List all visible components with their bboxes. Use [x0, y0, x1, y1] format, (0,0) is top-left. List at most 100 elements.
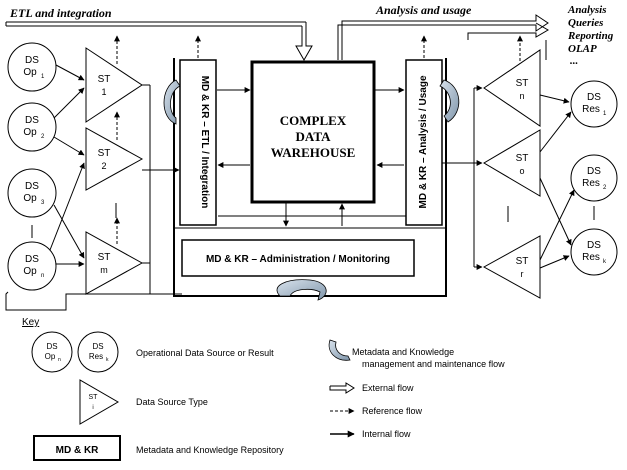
svg-text:Res: Res	[582, 178, 600, 189]
etl-external-flow	[5, 21, 313, 62]
svg-text:DS: DS	[25, 115, 39, 126]
st-triangle-right-n: ST n	[483, 49, 541, 127]
svg-text:i: i	[92, 405, 93, 411]
svg-text:2: 2	[41, 134, 45, 140]
key-ds-label: Operational Data Source or Result	[136, 348, 274, 358]
etl-flow-label: ETL and integration	[9, 6, 112, 20]
svg-text:r: r	[521, 269, 524, 279]
metadata-flow-analysis-curl	[439, 79, 460, 123]
key-repo-label: Metadata and Knowledge Repository	[136, 445, 284, 455]
key-repo-box: MD & KR	[33, 435, 121, 461]
source-circle-op3: DS Op 3	[7, 168, 57, 218]
metadata-flow-admin-curl	[276, 279, 327, 301]
svg-text:DS: DS	[92, 342, 103, 351]
source-circle-opn: DS Op n	[7, 241, 57, 291]
svg-text:DS: DS	[587, 92, 601, 103]
svg-text:Op: Op	[23, 266, 37, 277]
svg-text:Op: Op	[23, 127, 37, 138]
svg-text:MD & KR – ETL / Integration: MD & KR – ETL / Integration	[199, 76, 210, 209]
st-triangle-right-r: ST r	[482, 235, 541, 299]
svg-text:1: 1	[603, 111, 607, 117]
svg-text:Res: Res	[582, 104, 600, 115]
svg-text:2: 2	[603, 185, 607, 191]
key-result-circle: DS Res k	[77, 331, 119, 373]
source-circle-op2: DS Op 2	[7, 102, 57, 152]
repo-administration-monitoring: MD & KR – Administration / Monitoring	[181, 239, 415, 277]
svg-text:ST: ST	[516, 256, 529, 267]
st-left-to-etl-flow	[142, 84, 180, 294]
svg-text:o: o	[519, 166, 524, 176]
svg-text:1: 1	[41, 74, 45, 80]
metadata-flow-etl-curl	[163, 79, 181, 125]
svg-text:1: 1	[101, 87, 106, 97]
svg-text:Res: Res	[89, 352, 103, 361]
st-triangle-left-2: ST 2	[85, 127, 144, 191]
repo-etl-integration: MD & KR – ETL / Integration	[179, 59, 217, 226]
usage-line-more: ...	[570, 55, 578, 67]
key-reference-flow-label: Reference flow	[362, 406, 423, 416]
key-st-label: Data Source Type	[136, 397, 208, 407]
result-circle-resk: DS Res k	[570, 228, 618, 276]
st-triangle-left-1: ST 1	[85, 47, 143, 123]
source-circle-op1: DS Op 1	[7, 42, 57, 92]
svg-text:DS: DS	[25, 181, 39, 192]
svg-text:Op: Op	[23, 67, 37, 78]
source-to-st-arrows	[49, 64, 85, 267]
key-md-flow-label-2: management and maintenance flow	[362, 359, 505, 369]
analysis-external-flow	[337, 14, 549, 60]
svg-text:n: n	[58, 357, 61, 363]
svg-text:MD & KR: MD & KR	[56, 445, 100, 456]
svg-text:ST: ST	[98, 74, 111, 85]
key-st-triangle: ST i	[79, 379, 119, 425]
usage-line-reporting: Reporting	[567, 30, 614, 42]
usage-line-queries: Queries	[568, 17, 603, 29]
key-md-flow-curl	[328, 339, 351, 361]
svg-text:ST: ST	[98, 148, 111, 159]
key-md-flow-label-1: Metadata and Knowledge	[352, 347, 454, 357]
svg-text:DS: DS	[25, 55, 39, 66]
svg-text:n: n	[41, 273, 44, 279]
repo-analysis-usage: MD & KR – Analysis / Usage	[405, 59, 443, 226]
reference-arrows-repos	[195, 35, 523, 66]
svg-text:k: k	[106, 357, 109, 363]
complex-data-warehouse: COMPLEX DATA WAREHOUSE	[250, 60, 376, 204]
repository-frame	[173, 58, 447, 297]
svg-text:ST: ST	[89, 394, 99, 401]
svg-text:MD & KR – Analysis / Usage: MD & KR – Analysis / Usage	[418, 75, 429, 208]
key-title: Key	[22, 317, 39, 328]
result-circle-res1: DS Res 1	[570, 80, 618, 128]
svg-text:ST: ST	[98, 252, 111, 263]
key-external-flow-arrow	[329, 382, 355, 394]
svg-text:Op: Op	[23, 193, 37, 204]
svg-text:n: n	[519, 91, 524, 101]
svg-text:ST: ST	[516, 78, 529, 89]
svg-text:2: 2	[101, 161, 106, 171]
key-external-flow-label: External flow	[362, 383, 414, 393]
analysis-flow-label: Analysis and usage	[375, 3, 472, 17]
feedback-loop-bottom	[5, 291, 182, 311]
svg-text:m: m	[100, 265, 108, 275]
key-source-circle: DS Op n	[31, 331, 73, 373]
svg-text:COMPLEX: COMPLEX	[280, 113, 347, 128]
svg-text:Res: Res	[582, 252, 600, 263]
svg-text:DS: DS	[25, 254, 39, 265]
svg-text:3: 3	[41, 200, 45, 206]
st-triangle-right-o: ST o	[483, 129, 541, 197]
st-to-result-arrows	[539, 40, 575, 269]
svg-text:ST: ST	[516, 153, 529, 164]
st-triangle-left-m: ST m	[85, 231, 144, 295]
svg-text:DATA: DATA	[296, 129, 332, 144]
key-internal-flow-label: Internal flow	[362, 429, 411, 439]
svg-text:MD & KR – Administration / Mon: MD & KR – Administration / Monitoring	[206, 254, 390, 265]
result-circle-res2: DS Res 2	[570, 154, 618, 202]
svg-text:DS: DS	[587, 166, 601, 177]
usage-line-olap: OLAP	[568, 43, 597, 55]
analysis-to-st-right-flow	[442, 85, 483, 270]
usage-line-analysis: Analysis	[567, 4, 607, 16]
warehouse-internal-arrows	[217, 87, 405, 227]
svg-text:WAREHOUSE: WAREHOUSE	[271, 145, 356, 160]
svg-text:DS: DS	[46, 342, 57, 351]
svg-text:k: k	[603, 259, 607, 265]
